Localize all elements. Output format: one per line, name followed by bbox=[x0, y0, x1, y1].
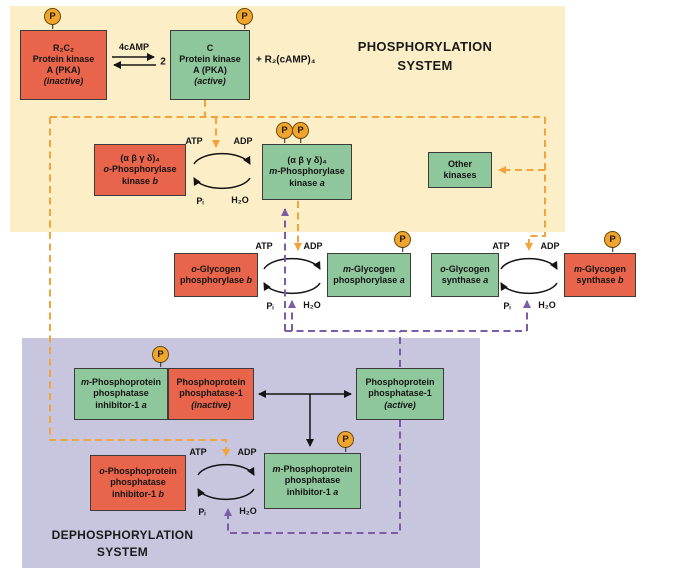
box-line: phosphatase bbox=[284, 475, 341, 486]
box-line: synthase b bbox=[576, 275, 624, 285]
camp-arrow-label: 4cAMP bbox=[118, 42, 150, 52]
box-line: phosphatase-1 bbox=[368, 388, 432, 399]
box-line: Protein kinase bbox=[179, 53, 241, 64]
box-line: m-Glycogen bbox=[573, 263, 626, 274]
box-line: A (PKA) bbox=[46, 65, 81, 75]
pka-catalysis-paths bbox=[49, 100, 546, 457]
box-line: Other bbox=[447, 158, 472, 169]
box-line: R₂C₂ bbox=[53, 42, 74, 53]
phosphorylation-system-title: PHOSPHORYLATION SYSTEM bbox=[357, 39, 493, 73]
box-line: Protein kinase bbox=[32, 53, 95, 64]
h2o-label: H₂O bbox=[231, 195, 249, 205]
phosphate-icon: P bbox=[44, 8, 61, 25]
adp-label: ADP bbox=[233, 136, 253, 146]
phosphate-icon: P bbox=[337, 431, 354, 448]
atp-label: ATP bbox=[492, 241, 510, 251]
atp-label: ATP bbox=[185, 136, 203, 146]
box-line: o-Phosphorylase bbox=[103, 164, 177, 175]
pi-label: Pᵢ bbox=[198, 507, 206, 517]
box-line: phosphatase bbox=[93, 388, 149, 399]
box-line: o-Phosphoprotein bbox=[99, 466, 177, 477]
adp-label: ADP bbox=[237, 447, 257, 457]
box-line: (inactive) bbox=[43, 76, 84, 87]
box-line: A (PKA) bbox=[193, 65, 227, 75]
box-line: (α β γ δ)₄ bbox=[120, 153, 160, 164]
phosphate-icon: P bbox=[604, 231, 621, 248]
phosphate-icon: P bbox=[152, 346, 169, 363]
phosphate-icon: P bbox=[276, 122, 293, 139]
box-line: o-Glycogen bbox=[191, 263, 241, 274]
box-line: (active) bbox=[384, 399, 416, 410]
box-line: Phosphoprotein bbox=[176, 377, 246, 388]
box-line: kinases bbox=[443, 170, 477, 180]
atp-label: ATP bbox=[189, 447, 207, 457]
box-line: phosphorylase a bbox=[333, 275, 405, 285]
box-line: phosphorylase b bbox=[179, 275, 252, 285]
box-line: Phosphoprotein bbox=[365, 377, 435, 388]
pp1-catalysis-paths bbox=[224, 208, 531, 534]
phosphate-icon: P bbox=[236, 8, 253, 25]
adp-label: ADP bbox=[303, 241, 323, 251]
pi-label: Pᵢ bbox=[503, 301, 511, 311]
box-line: phosphatase bbox=[110, 477, 166, 488]
box-line: m-Glycogen bbox=[342, 263, 395, 274]
box-line: (active) bbox=[194, 76, 226, 87]
box-line: phosphatase-1 bbox=[179, 388, 243, 399]
box-line: synthase a bbox=[441, 275, 489, 285]
box-line: (α β γ δ)₄ bbox=[287, 155, 327, 166]
complex-dissociation-arrows bbox=[258, 390, 352, 447]
stoichiometry-coefficient: 2 bbox=[160, 56, 166, 68]
dephosphorylation-system-title: DEPHOSPHORYLATION SYSTEM bbox=[51, 528, 194, 560]
equilibrium-arrows bbox=[112, 53, 156, 69]
box-line: (inactive) bbox=[191, 399, 231, 410]
h2o-label: H₂O bbox=[239, 506, 257, 516]
adp-label: ADP bbox=[540, 241, 560, 251]
box-line: m-Phosphorylase bbox=[269, 166, 345, 177]
box-line: kinase b bbox=[121, 175, 159, 186]
box-line: m-Phosphoprotein bbox=[272, 464, 353, 475]
atp-label: ATP bbox=[255, 241, 273, 251]
box-line: inhibitor-1 b bbox=[112, 488, 164, 499]
released-regulatory-subunits-label: + R₂(cAMP)₄ bbox=[256, 54, 316, 66]
pi-label: Pᵢ bbox=[196, 196, 204, 206]
box-line: inhibitor-1 a bbox=[286, 486, 339, 497]
phosphate-icon: P bbox=[292, 122, 309, 139]
pi-label: Pᵢ bbox=[266, 301, 274, 311]
box-line: kinase a bbox=[289, 177, 325, 188]
h2o-label: H₂O bbox=[303, 300, 321, 310]
box-line: C bbox=[206, 42, 214, 53]
box-line: inhibitor-1 a bbox=[95, 399, 147, 410]
phosphate-icon: P bbox=[394, 231, 411, 248]
h2o-label: H₂O bbox=[538, 300, 556, 310]
box-line: o-Glycogen bbox=[440, 263, 490, 274]
box-line: m-Phosphoprotein bbox=[81, 377, 161, 388]
reaction-cycle-arrows bbox=[193, 152, 558, 501]
